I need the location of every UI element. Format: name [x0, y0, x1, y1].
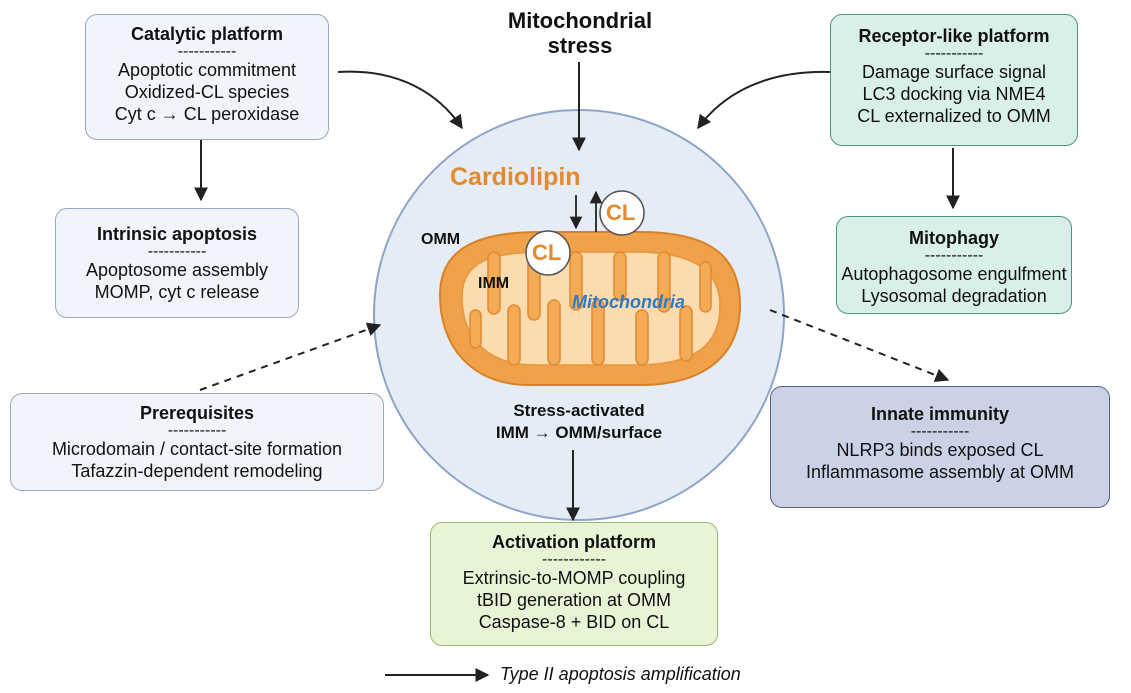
- receptor-to-circle-arrow: [697, 70, 831, 130]
- innate-line-1: NLRP3 binds exposed CL: [836, 440, 1044, 460]
- mitochondrion-inner-space: [461, 251, 721, 366]
- receptor-line-1: Damage surface signal: [861, 62, 1047, 82]
- cl-badge-upper-label: CL: [606, 200, 636, 225]
- innate-immunity-box: Innate immunity ----------- NLRP3 binds …: [770, 386, 1110, 508]
- activation-line-2: tBID generation at OMM: [476, 590, 672, 610]
- intrinsic-title: Intrinsic apoptosis: [96, 224, 258, 244]
- intrinsic-apoptosis-box: Intrinsic apoptosis ----------- Apoptoso…: [55, 208, 299, 318]
- catalytic-line-2: Oxidized-CL species: [124, 82, 290, 102]
- intrinsic-line-2: MOMP, cyt c release: [94, 282, 260, 302]
- receptor-platform-box: Receptor-like platform ----------- Damag…: [830, 14, 1078, 146]
- catalytic-title: Catalytic platform: [130, 24, 284, 44]
- stress-activated-line2: IMM → OMM/surface: [495, 423, 663, 442]
- activation-line-3: Caspase-8 + BID on CL: [478, 612, 670, 632]
- innate-separator: -----------: [910, 423, 970, 440]
- prerequisites-line-1: Microdomain / contact-site formation: [51, 439, 343, 459]
- stress-label-line1: Mitochondrial: [507, 8, 653, 33]
- catalytic-line-1: Apoptotic commitment: [117, 60, 297, 80]
- intrinsic-separator: -----------: [147, 243, 207, 260]
- stress-label-line2: stress: [547, 33, 613, 58]
- mitophagy-line-1: Autophagosome engulfment: [841, 264, 1067, 284]
- cristae: [469, 251, 712, 366]
- prerequisites-dashed-arrow: [199, 322, 382, 391]
- prerequisites-line-2: Tafazzin-dependent remodeling: [71, 461, 323, 481]
- stress-activated-line1: Stress-activated: [513, 401, 645, 420]
- mitophagy-separator: -----------: [924, 247, 984, 264]
- legend-label: Type II apoptosis amplification: [500, 664, 741, 684]
- intrinsic-line-1: Apoptosome assembly: [85, 260, 269, 280]
- prerequisites-title: Prerequisites: [139, 403, 255, 423]
- receptor-line-3: CL externalized to OMM: [857, 106, 1051, 126]
- mitophagy-title: Mitophagy: [909, 228, 999, 248]
- cl-badge-lower: [525, 230, 571, 276]
- receptor-line-2: LC3 docking via NME4: [862, 84, 1046, 104]
- mitophagy-line-2: Lysosomal degradation: [861, 286, 1047, 306]
- mitophagy-box: Mitophagy ----------- Autophagosome engu…: [836, 216, 1072, 314]
- imm-label: IMM: [478, 275, 510, 292]
- stress-label: Mitochondrial stress: [495, 8, 665, 58]
- cl-badge-lower-label: CL: [532, 240, 562, 265]
- activation-platform-box: Activation platform ------------ Extrins…: [430, 522, 718, 646]
- receptor-title: Receptor-like platform: [858, 26, 1050, 46]
- catalytic-to-circle-arrow: [337, 70, 463, 130]
- activation-separator: ------------: [542, 551, 606, 568]
- stress-activated-label: Stress-activated IMM → OMM/surface: [474, 400, 684, 444]
- cardiolipin-label: Cardiolipin: [450, 163, 581, 191]
- innate-title: Innate immunity: [870, 404, 1009, 424]
- activation-title: Activation platform: [491, 532, 656, 552]
- catalytic-platform-box: Catalytic platform ----------- Apoptotic…: [85, 14, 329, 140]
- activation-line-1: Extrinsic-to-MOMP coupling: [462, 568, 686, 588]
- cl-badge-upper: [599, 190, 645, 236]
- catalytic-line-3: Cyt c → CL peroxidase: [114, 104, 300, 124]
- innate-line-2: Inflammasome assembly at OMM: [805, 462, 1075, 482]
- prerequisites-separator: -----------: [167, 422, 227, 439]
- omm-label: OMM: [421, 231, 461, 248]
- catalytic-separator: -----------: [177, 43, 237, 60]
- mitochondria-label: Mitochondria: [572, 292, 685, 312]
- receptor-separator: -----------: [924, 45, 984, 62]
- innate-dashed-arrow: [769, 309, 950, 382]
- prerequisites-box: Prerequisites ----------- Microdomain / …: [10, 393, 384, 491]
